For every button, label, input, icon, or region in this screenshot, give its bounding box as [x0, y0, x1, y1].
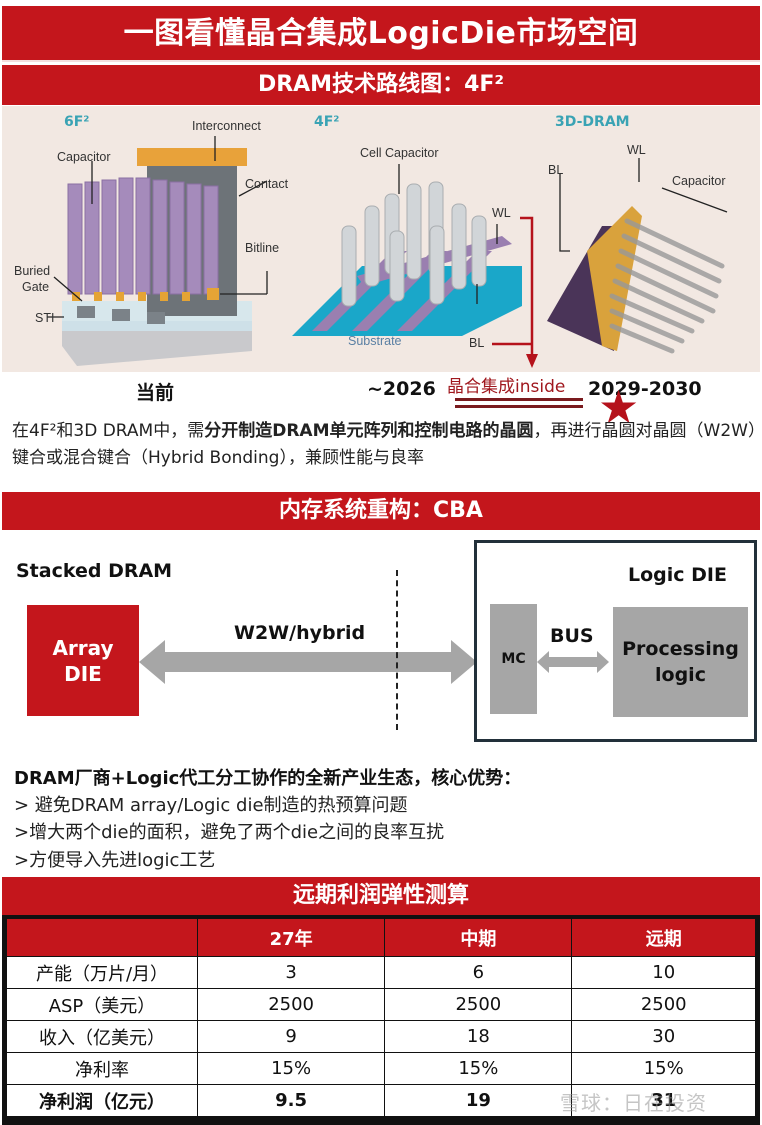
- advantages-heading: DRAM厂商+Logic代工分工协作的全新产业生态，核心优势：: [14, 768, 522, 789]
- cell: 15%: [571, 1052, 756, 1085]
- label-bl-3d: BL: [548, 163, 564, 177]
- row-label: 产能（万片/月）: [6, 956, 198, 989]
- stacked-dram-label: Stacked DRAM: [16, 560, 173, 582]
- 6f2-structure-graphic: [47, 136, 268, 366]
- array-die-line2: DIE: [64, 661, 102, 686]
- page-title: 一图看懂晶合集成LogicDie市场空间: [2, 6, 760, 62]
- cell: 30: [571, 1020, 756, 1053]
- advantage-item: >增大两个die的面积，避免了两个die之间的良率互扰: [14, 822, 445, 843]
- underline-bottom: [455, 405, 583, 408]
- cell: 31: [571, 1084, 756, 1117]
- array-die-box: Array DIE: [27, 605, 139, 716]
- col-header-mid-term: 中期: [384, 918, 573, 957]
- table-row: ASP（美元） 2500 2500 2500: [6, 988, 756, 1021]
- label-cell-capacitor: Cell Capacitor: [360, 146, 439, 160]
- die-boundary-dashed-line: [396, 570, 398, 730]
- col-header-2027: 27年: [196, 918, 386, 957]
- label-capacitor: Capacitor: [57, 150, 111, 164]
- table-row: 净利率 15% 15% 15%: [6, 1052, 756, 1085]
- table-row: 收入（亿美元） 9 18 30: [6, 1020, 756, 1053]
- cell: 9: [196, 1020, 386, 1053]
- advantage-item: >方便导入先进logic工艺: [14, 850, 216, 871]
- label-wl-3d: WL: [627, 143, 646, 157]
- label-wl-4f2: WL: [492, 206, 511, 220]
- label-bl-4f2: BL: [469, 336, 485, 350]
- desc-pre: 在4F²和3D DRAM中，需: [12, 421, 205, 441]
- label-gate: Gate: [22, 280, 50, 294]
- underline-top: [455, 398, 583, 401]
- label-interconnect: Interconnect: [192, 119, 261, 133]
- era-2029-2030: 2029-2030: [588, 378, 702, 400]
- cell: 2500: [571, 988, 756, 1021]
- profit-section-title: 远期利润弹性测算: [2, 877, 760, 915]
- label-capacitor-3d: Capacitor: [672, 174, 726, 188]
- roadmap-section-title: DRAM技术路线图：4F²: [2, 65, 760, 105]
- row-label: 收入（亿美元）: [6, 1020, 198, 1053]
- row-label: 净利润（亿元）: [6, 1084, 198, 1117]
- watermark: 雪球：日在投资: [560, 1091, 707, 1115]
- label-buried: Buried: [14, 264, 51, 278]
- cell: 15%: [384, 1052, 573, 1085]
- bus-label: BUS: [550, 625, 594, 647]
- advantage-item: > 避免DRAM array/Logic die制造的热预算问题: [14, 795, 408, 816]
- cell: 10: [571, 956, 756, 989]
- logic-die-label: Logic DIE: [628, 564, 727, 586]
- nexchip-inside-label: 晶合集成inside: [447, 377, 566, 397]
- 3d-dram-structure-graphic: [547, 158, 728, 354]
- cell: 3: [196, 956, 386, 989]
- label-contact: Contact: [245, 177, 289, 191]
- cell: 9.5: [196, 1084, 386, 1117]
- era-current: 当前: [136, 382, 175, 404]
- table-row-total: 净利润（亿元） 9.5 19 31: [6, 1084, 756, 1117]
- label-substrate: Substrate: [348, 334, 402, 348]
- cell: 15%: [196, 1052, 386, 1085]
- desc-bold: 分开制造DRAM单元阵列和控制电路的晶圆: [204, 421, 534, 441]
- cell: 2500: [384, 988, 573, 1021]
- table-header-row: 27年 中期 远期: [6, 918, 756, 957]
- col-header-blank: [6, 918, 198, 957]
- star-icon: ★: [598, 380, 640, 434]
- processing-line1: Processing: [622, 638, 739, 660]
- gen-label-6f2: 6F²: [64, 114, 90, 130]
- 4f2-structure-graphic: [292, 164, 538, 368]
- row-label: 净利率: [6, 1052, 198, 1085]
- profit-table: 27年 中期 远期 产能（万片/月） 3 6 10 ASP（美元） 2500 2…: [6, 918, 756, 1117]
- desc-post: ，再进行晶圆对晶圆（W2W）键合或混合键合（Hybrid Bonding），兼顾…: [12, 421, 757, 468]
- mc-box: MC: [490, 604, 537, 714]
- label-bitline: Bitline: [245, 241, 280, 255]
- cell: 18: [384, 1020, 573, 1053]
- col-header-long-term: 远期: [571, 918, 756, 957]
- dram-roadmap-illustration: 6F² 4F² 3D-DRAM Interconnect Capacitor C…: [2, 106, 760, 372]
- processing-logic-box: Processing logic: [613, 607, 748, 717]
- roadmap-description: 在4F²和3D DRAM中，需分开制造DRAM单元阵列和控制电路的晶圆，再进行晶…: [12, 418, 757, 472]
- cell: 6: [384, 956, 573, 989]
- w2w-double-arrow-icon: [139, 640, 477, 684]
- w2w-hybrid-label: W2W/hybrid: [234, 622, 366, 644]
- era-2026: ~2026: [367, 378, 436, 400]
- gen-label-4f2: 4F²: [314, 114, 340, 130]
- cell: 2500: [196, 988, 386, 1021]
- cell: 19: [384, 1084, 573, 1117]
- roadmap-drawing: [47, 136, 728, 368]
- row-label: ASP（美元）: [6, 988, 198, 1021]
- array-die-line1: Array: [52, 635, 114, 660]
- table-row: 产能（万片/月） 3 6 10: [6, 956, 756, 989]
- cba-section-title: 内存系统重构：CBA: [2, 492, 760, 530]
- label-sti: STI: [35, 311, 55, 325]
- processing-line2: logic: [655, 664, 706, 686]
- gen-label-3d-dram: 3D-DRAM: [555, 114, 630, 130]
- bus-double-arrow-icon: [537, 651, 609, 673]
- profit-table-container: 27年 中期 远期 产能（万片/月） 3 6 10 ASP（美元） 2500 2…: [2, 915, 760, 1125]
